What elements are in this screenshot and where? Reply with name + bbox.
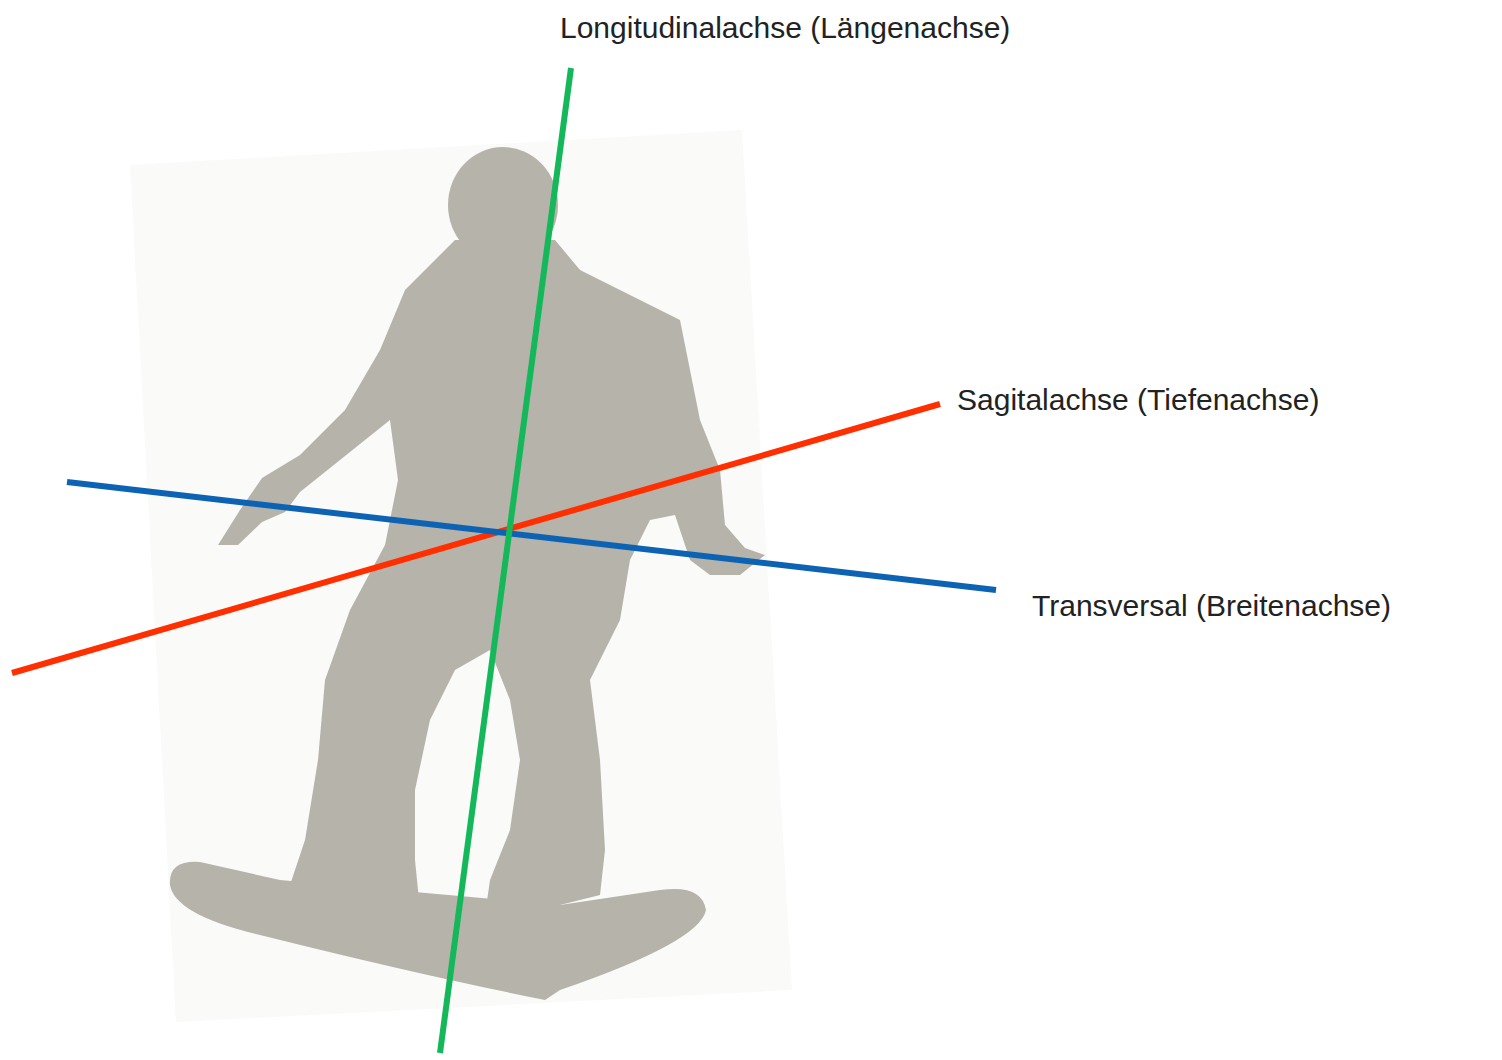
axis-label: Transversal (Breitenachse) xyxy=(1032,588,1391,624)
axis-label: Sagitalachse (Tiefenachse) xyxy=(957,382,1319,418)
snowboard xyxy=(170,862,706,1000)
transversal-axis xyxy=(67,482,996,590)
axis-label: Longitudinalachse (Längenachse) xyxy=(560,10,1010,46)
snowboarder-silhouette xyxy=(170,147,765,1000)
body xyxy=(218,240,765,915)
longitudinal-axis xyxy=(440,68,571,1053)
sagittal-axis xyxy=(12,404,940,673)
